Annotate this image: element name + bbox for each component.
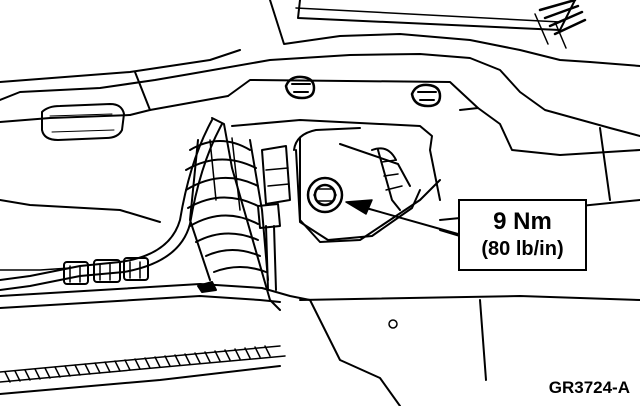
bolt [306,176,344,214]
clip-nut-left [284,75,316,100]
callout-arrow [345,199,459,235]
wire-harness-coil [185,137,269,281]
bottom-trim-strip [0,345,286,395]
connector-block [257,145,291,291]
torque-callout: 9 Nm (80 lb/in) [458,199,587,271]
torque-imperial-label: (80 lb/in) [481,238,564,260]
dash-panel [0,49,640,223]
cable [0,119,223,291]
clip-nut-right [410,83,442,108]
torque-metric-label: 9 Nm [493,208,552,235]
dash-slot [41,103,125,141]
right-trim [479,127,611,381]
mounting-bracket [295,143,421,241]
instrument-panel-housing [269,0,640,67]
figure-code-label: GR3724-A [548,378,630,397]
cable-connector [63,257,149,285]
